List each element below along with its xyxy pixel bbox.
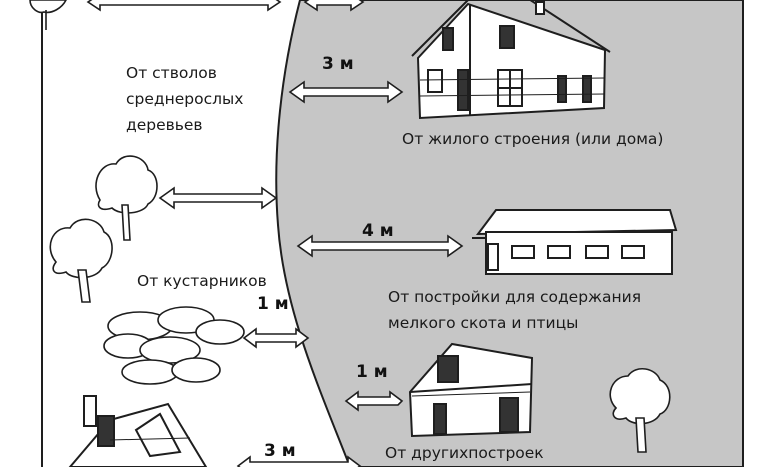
double-arrow-icon — [288, 80, 404, 104]
shed-icon — [408, 342, 534, 438]
distance-bottom: 3 м — [264, 441, 296, 461]
double-arrow-icon — [303, 0, 365, 12]
distance-barn: 4 м — [362, 221, 394, 241]
label-shrubs: От кустарников — [137, 272, 267, 290]
label-house: От жилого строения (или дома) — [402, 130, 664, 148]
house-icon — [411, 0, 611, 120]
double-arrow-icon — [86, 0, 282, 12]
tree-icon — [49, 218, 113, 303]
label-trees-line2: среднерослых — [126, 90, 244, 108]
label-outbuildings: От другихпостроек — [385, 444, 544, 462]
tree-icon — [29, 0, 67, 30]
distance-outbuildings: 1 м — [356, 362, 388, 382]
double-arrow-icon — [158, 186, 278, 210]
distance-shrubs: 1 м — [257, 294, 289, 314]
tree-icon — [609, 368, 671, 453]
double-arrow-icon — [242, 327, 310, 349]
shrub-icon — [103, 306, 245, 385]
barn-icon — [472, 209, 678, 275]
tree-icon — [95, 155, 158, 241]
double-arrow-icon — [296, 234, 464, 258]
distance-house: 3 м — [322, 54, 354, 74]
label-barn-line1: От постройки для содержания — [388, 288, 642, 306]
double-arrow-icon — [236, 455, 362, 467]
label-trees-line3: деревьев — [126, 116, 203, 134]
label-trees-line1: От стволов — [126, 64, 217, 82]
label-barn-line2: мелкого скота и птицы — [388, 314, 579, 332]
house-icon — [68, 395, 208, 467]
double-arrow-icon — [344, 390, 404, 412]
